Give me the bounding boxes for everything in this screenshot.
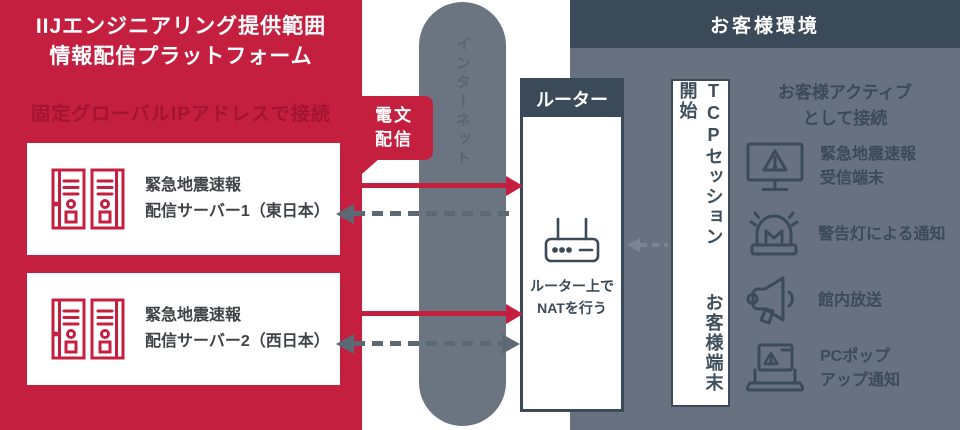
- item3-line1: 館内放送: [818, 292, 883, 309]
- list-item-broadcast: 館内放送: [746, 272, 882, 330]
- list-item-eew-terminal: 緊急地震速報 受信端末: [746, 138, 916, 196]
- iij-platform-panel: IIJエンジニアリング提供範囲 情報配信プラットフォーム 固定グローバルIPアド…: [0, 0, 362, 430]
- customer-initiate-arrow-head: [627, 238, 640, 252]
- router-icon: [544, 217, 600, 263]
- server2-line1: 緊急地震速報: [145, 307, 242, 325]
- server-card-label: 緊急地震速報 配信サーバー2（西日本）: [145, 303, 330, 354]
- customer-active-note: お客様アクティブ として接続: [740, 80, 950, 131]
- internet-label: インターネット: [454, 36, 471, 169]
- item2-line1: 警告灯による通知: [818, 226, 946, 243]
- delivery-arrow-1: [341, 183, 506, 188]
- server-card-label: 緊急地震速報 配信サーバー1（東日本）: [145, 173, 330, 224]
- fixed-global-ip-note: 固定グローバルIPアドレスで接続: [31, 104, 331, 125]
- list-item-warning-light: 警告灯による通知: [746, 206, 946, 264]
- panel-title-line1: IIJエンジニアリング提供範囲: [35, 15, 327, 38]
- list-item-label: 警告灯による通知: [818, 223, 946, 247]
- server-rack-icon: [51, 168, 125, 230]
- item4-line1: PCポップ: [820, 348, 891, 365]
- bubble-line1: 電文: [375, 106, 413, 126]
- server1-line1: 緊急地震速報: [145, 177, 242, 195]
- return-arrow-2-right-head: [502, 333, 520, 354]
- item1-line1: 緊急地震速報: [820, 146, 917, 163]
- return-arrow-2-left-head: [336, 333, 354, 354]
- router-body: ルーター上で NATを行う: [523, 117, 621, 320]
- bubble-line2: 配信: [375, 130, 413, 149]
- customer-environment-header: お客様環境: [570, 0, 960, 48]
- panel-title: IIJエンジニアリング提供範囲 情報配信プラットフォーム: [0, 12, 362, 73]
- server-card-east: 緊急地震速報 配信サーバー1（東日本）: [27, 143, 340, 255]
- megaphone-icon: [746, 276, 794, 325]
- monitor-alert-icon: [746, 142, 804, 191]
- list-item-label: PCポップ アップ通知: [820, 345, 900, 393]
- item1-line2: 受信端末: [820, 170, 885, 187]
- customer-environment-panel: お客様環境 お客様アクティブ として接続 緊急地震速報 受信端末: [570, 0, 960, 430]
- server-card-west: 緊急地震速報 配信サーバー2（西日本）: [27, 273, 340, 385]
- server2-line2: 配信サーバー2（西日本）: [145, 333, 330, 350]
- delivery-arrow-2: [341, 311, 506, 316]
- list-item-pc-popup: PCポップ アップ通知: [746, 340, 900, 398]
- tcp-label-part1: TCPセッション: [703, 81, 724, 247]
- router-note-line2: NATを行う: [537, 300, 607, 317]
- router-box: ルーター ルーター上で NATを行う: [520, 78, 624, 412]
- delivery-arrow-2-head: [506, 303, 523, 324]
- tcp-session-box: TCPセッション お客様端末開始: [671, 79, 730, 407]
- return-arrow-2: [354, 341, 502, 346]
- server-rack-icon: [51, 298, 125, 360]
- list-item-label: 館内放送: [818, 289, 882, 313]
- router-nat-note: ルーター上で NATを行う: [530, 275, 614, 320]
- item4-line2: アップ通知: [820, 372, 901, 389]
- customer-initiate-arrow: [640, 243, 668, 247]
- tcp-label-part2: お客様端末開始: [677, 81, 724, 393]
- list-item-label: 緊急地震速報 受信端末: [820, 143, 916, 191]
- return-arrow-1-head: [336, 203, 354, 224]
- warning-light-icon: [749, 211, 799, 256]
- callout-tail: [362, 158, 380, 174]
- panel-title-line2: 情報配信プラットフォーム: [49, 45, 313, 69]
- router-note-line1: ルーター上で: [530, 278, 614, 294]
- tcp-session-label: TCPセッション お客様端末開始: [675, 81, 727, 405]
- laptop-alert-icon: [746, 343, 804, 392]
- server1-line2: 配信サーバー1（東日本）: [145, 203, 330, 220]
- return-arrow-1: [354, 211, 516, 216]
- message-delivery-callout: 電文 配信: [355, 96, 433, 160]
- active-note-line2: として接続: [802, 108, 888, 128]
- delivery-arrow-1-head: [506, 175, 523, 196]
- router-header: ルーター: [523, 81, 621, 117]
- active-note-line1: お客様アクティブ: [777, 83, 913, 102]
